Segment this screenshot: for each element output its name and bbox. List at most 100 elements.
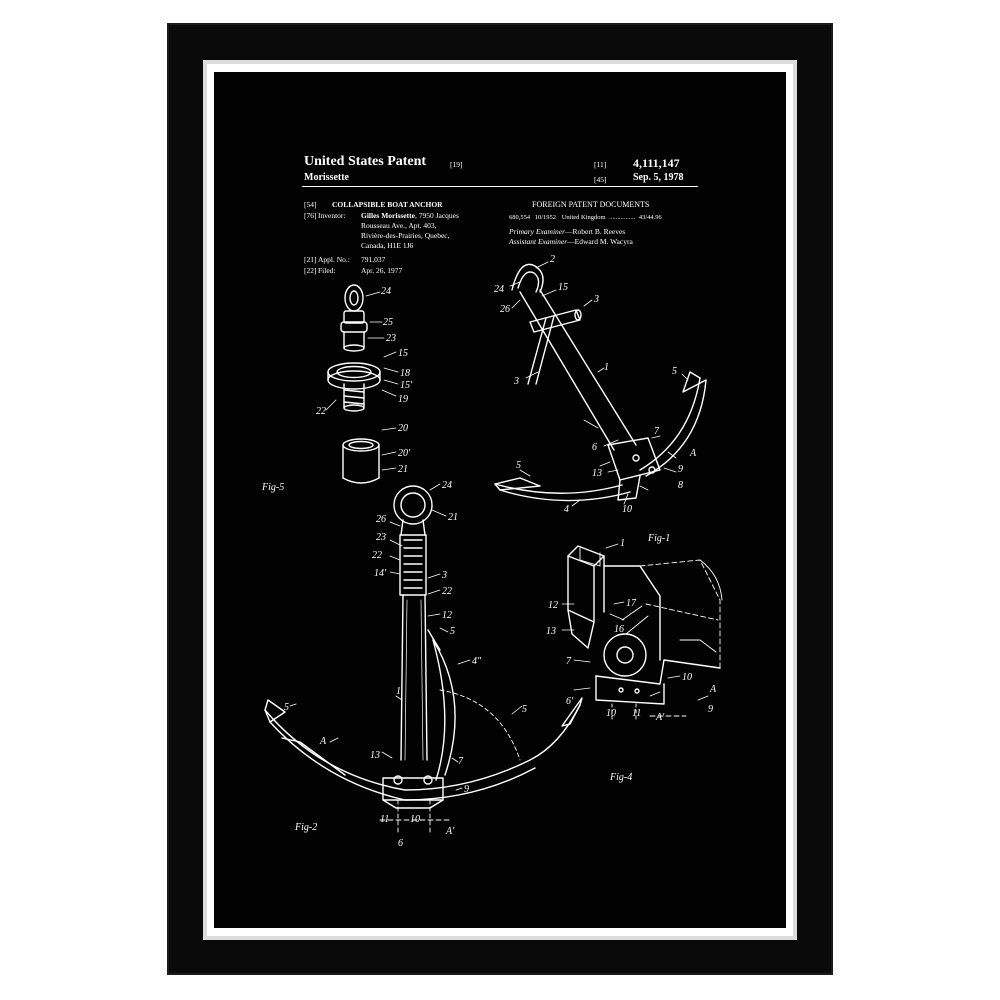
fig4-label: A [709,684,717,695]
fig1-label: 5 [672,366,677,377]
assistant-examiner: Assistant Examiner—Edward M. Wacyra [509,237,633,246]
fig2-label: 5 [284,702,289,713]
fig2-label: A [319,736,327,747]
fig2-label: 22 [372,550,382,561]
fig5-label: 25 [383,317,393,328]
fig1-leader-lines [509,261,689,507]
fig2-label: 13 [370,750,380,761]
fig1-label: 4 [564,504,569,515]
fig2-label: 12 [442,610,452,621]
foreign-class: 43/44.96 [638,214,662,221]
inventor-address-2: Rousseau Ave., Apt. 403, [361,221,437,230]
inventor-address-4: Canada, H1E 1J6 [361,241,414,250]
fig2-label: 7 [458,756,464,767]
fig2-label: 5 [450,626,455,637]
fig5-label: 21 [398,464,408,475]
fig2-label: 24 [442,480,452,491]
fig1-label: 1 [604,362,609,373]
fig2-label: 4" [472,656,482,667]
fig2-label: 3 [441,570,447,581]
fig4-label: 1 [620,538,625,549]
header-rule [302,186,698,187]
foreign-date: 10/1952 [534,214,557,221]
fig5-label: 18 [400,368,410,379]
patent-title: United States Patent [304,154,427,169]
inventor-code: [76] [304,211,317,220]
fig5-label: 15' [400,380,413,391]
fig1-label: 6 [592,442,597,453]
fig1-label: 26 [500,304,510,315]
fig2-label: 22 [442,586,452,597]
patent-number-code: [11] [594,160,607,169]
fig4-label: 10 [682,672,692,683]
fig2-label: 5 [522,704,527,715]
fig2-anchor [264,485,583,836]
fig2-label: 1 [396,686,401,697]
fig5-exploded-parts [327,284,381,484]
patent-date-code: [45] [594,175,607,184]
fig4-labels: 1 12 13 16 17 7 6' 10 11 10 A A' 9 [546,538,717,723]
inventor-surname: Morissette [304,172,349,183]
assistant-examiner-name: —Edward M. Wacyra [567,237,633,246]
fig1-label: 7 [654,426,660,437]
appl-code: [21] [304,255,317,264]
fig1-labels: 2 24 15 26 3 3 1 5 A 6 13 7 9 5 4 8 10 [494,254,697,515]
fig4-label: 17 [626,598,637,609]
appl-label: Appl. No.: [318,255,350,264]
fig4-label: 13 [546,626,556,637]
fig2-label: 6 [398,838,403,849]
fig4-detail [567,545,723,721]
fig5-label: 24 [381,286,391,297]
patent-number: 4,111,147 [633,156,680,170]
inventor-address-3: Rivière-des-Prairies, Quebec, [361,231,450,240]
fig4-label: 7 [566,656,572,667]
invention-title: COLLAPSIBLE BOAT ANCHOR [332,200,443,209]
fig2-label: 11 [380,814,389,825]
fig4-label: 9 [708,704,713,715]
primary-examiner: Primary Examiner—Robert B. Reeves [509,227,625,236]
fig1-label: 5 [516,460,521,471]
fig5-caption: Fig-5 [261,482,284,493]
fig4-label: 16 [614,624,624,635]
primary-examiner-name: —Robert B. Reeves [565,227,626,236]
filed-value: Apr. 26, 1977 [361,266,403,275]
primary-examiner-label: Primary Examiner [509,227,566,236]
inventor-name-line: Gilles Morissette, 7950 Jacques [361,211,459,220]
assistant-examiner-label: Assistant Examiner [509,237,568,246]
filed-code: [22] [304,266,317,275]
fig5-label: 22 [316,406,326,417]
fig4-label: A' [655,712,665,723]
foreign-heading: FOREIGN PATENT DOCUMENTS [532,200,650,209]
fig4-label: 10 [606,708,616,719]
inventor-address-1: , 7950 Jacques [414,211,459,220]
fig2-label: 10 [410,814,420,825]
fig5-label: 19 [398,394,408,405]
fig1-label: 3 [513,376,519,387]
fig2-label: 23 [376,532,386,543]
inventor-label: Inventor: [318,211,346,220]
fig5-labels: 24 25 23 15 18 15' 19 22 20 20' 21 [316,286,413,475]
fig4-label: 12 [548,600,558,611]
fig4-label: 6' [566,696,574,707]
fig5-leader-lines [325,291,399,471]
fig1-caption: Fig-1 [647,533,670,544]
fig5-label: 20 [398,423,408,434]
fig2-label: A' [445,826,455,837]
filed-label: Filed: [318,266,336,275]
fig1-label: 8 [678,480,683,491]
fig1-label: 10 [622,504,632,515]
fig2-caption: Fig-2 [294,822,317,833]
fig5-label: 23 [386,333,396,344]
fig1-label: 13 [592,468,602,479]
fig1-label: 15 [558,282,568,293]
fig2-label: 9 [464,784,469,795]
fig2-label: 14' [374,568,387,579]
fig1-label: 3 [593,294,599,305]
fig2-label: 21 [448,512,458,523]
fig1-label: 2 [550,254,555,265]
fig1-anchor [494,263,707,502]
fig5-label: 15 [398,348,408,359]
title-code: [54] [304,200,317,209]
fig1-label: A [689,448,697,459]
